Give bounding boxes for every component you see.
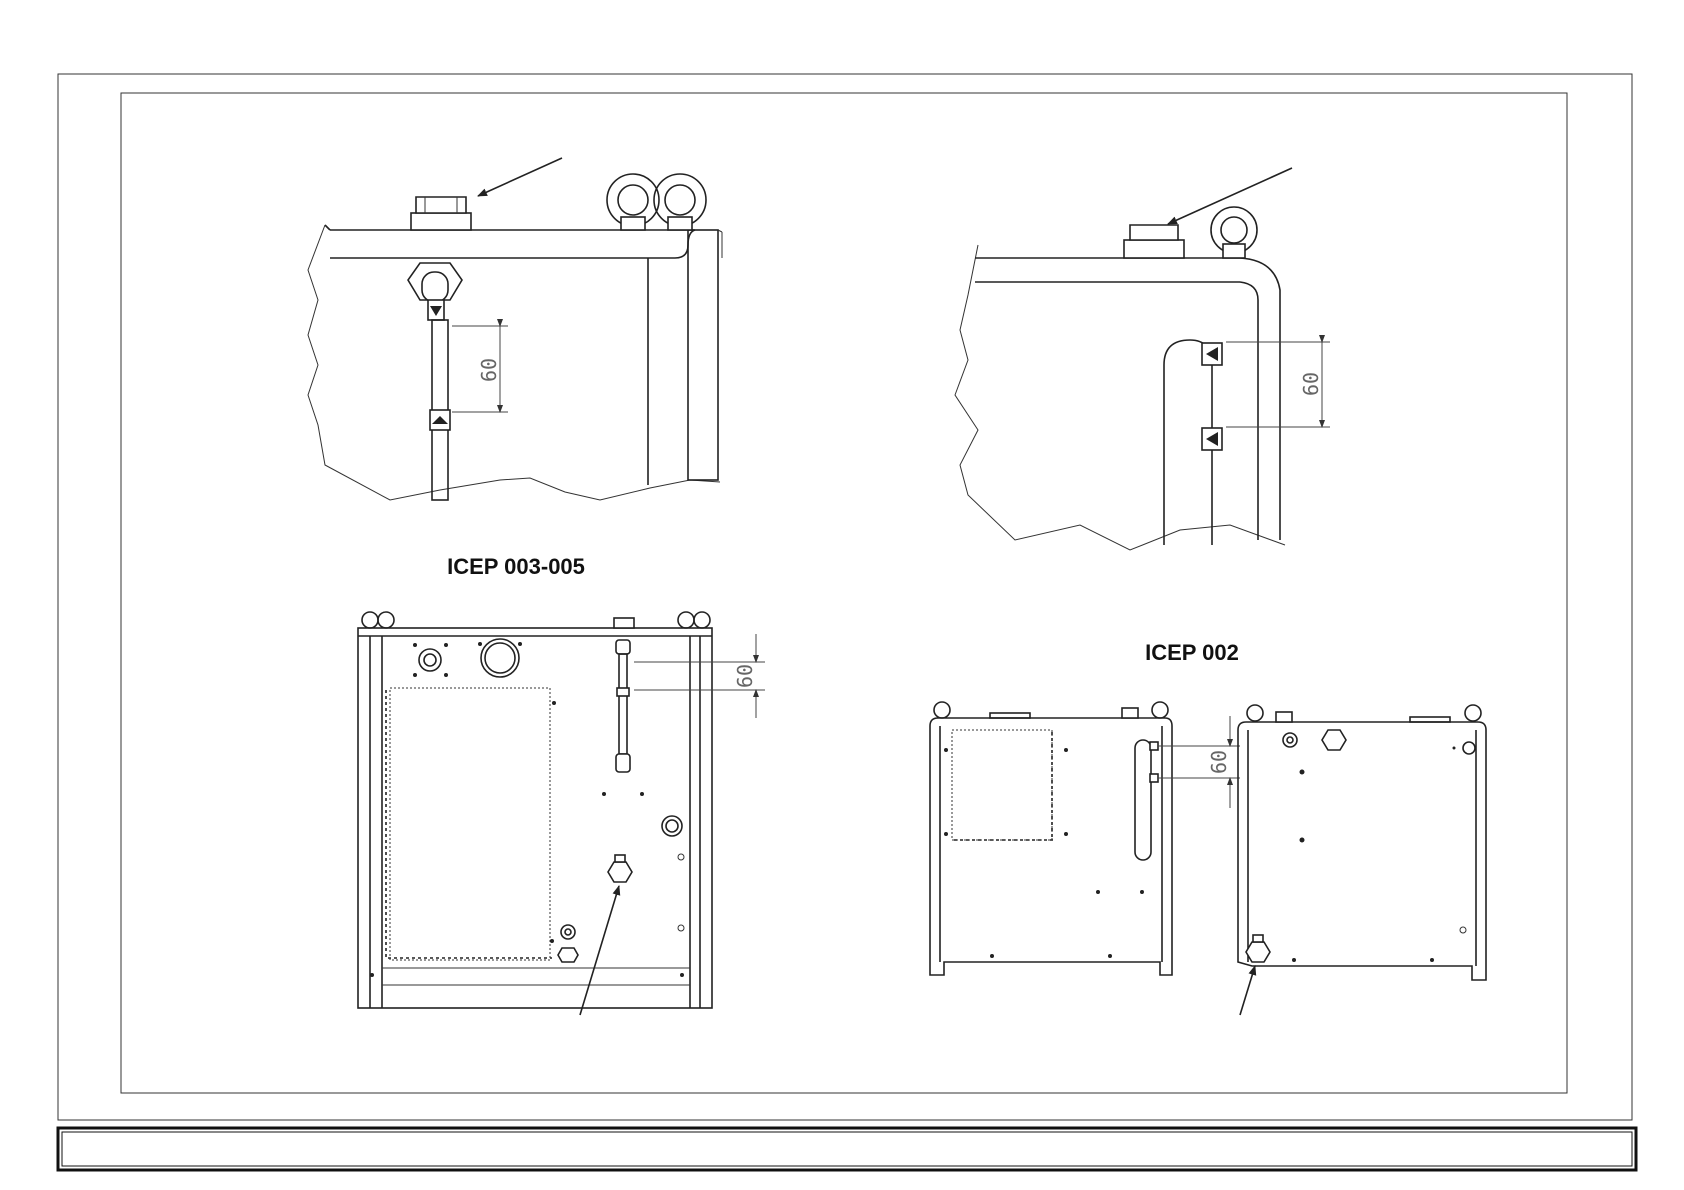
view-icep-003-005: 60 [358, 612, 765, 1015]
eye-bolt [607, 174, 659, 230]
dimension-60: 60 [1299, 372, 1323, 396]
dimension-60: 60 [733, 664, 757, 688]
footer-bar-inner [62, 1132, 1632, 1166]
detail-top-left: 60 [308, 158, 722, 500]
dimension-60: 60 [477, 358, 501, 382]
detail-top-right: 60 [955, 168, 1330, 550]
footer-bar-outer [58, 1128, 1636, 1170]
outer-frame [58, 74, 1632, 1120]
model-label-icep-002: ICEP 002 [1145, 640, 1239, 665]
model-label-icep-003-005: ICEP 003-005 [447, 554, 585, 579]
view-icep-002-front: 60 [930, 702, 1240, 975]
dimension-60: 60 [1207, 750, 1231, 774]
eye-bolt [654, 174, 706, 230]
view-icep-002-side [1238, 705, 1486, 1015]
inner-frame [121, 93, 1567, 1093]
